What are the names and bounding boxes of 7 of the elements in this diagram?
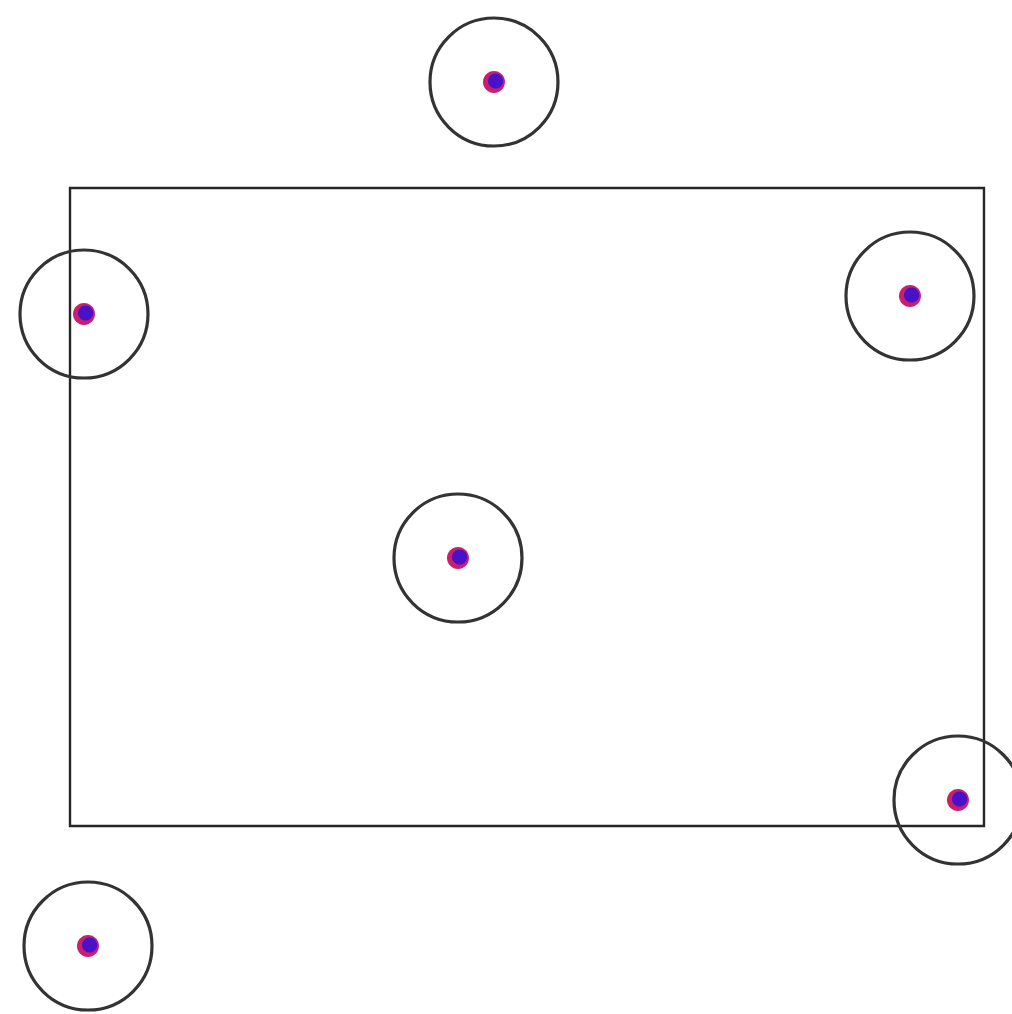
ring-marker	[428, 16, 560, 148]
frame-rectangle	[68, 186, 986, 828]
ring-marker	[844, 230, 976, 362]
ring-marker	[22, 880, 154, 1012]
ring-marker	[18, 248, 150, 380]
ring-marker	[392, 492, 524, 624]
ring-marker	[892, 734, 1012, 866]
